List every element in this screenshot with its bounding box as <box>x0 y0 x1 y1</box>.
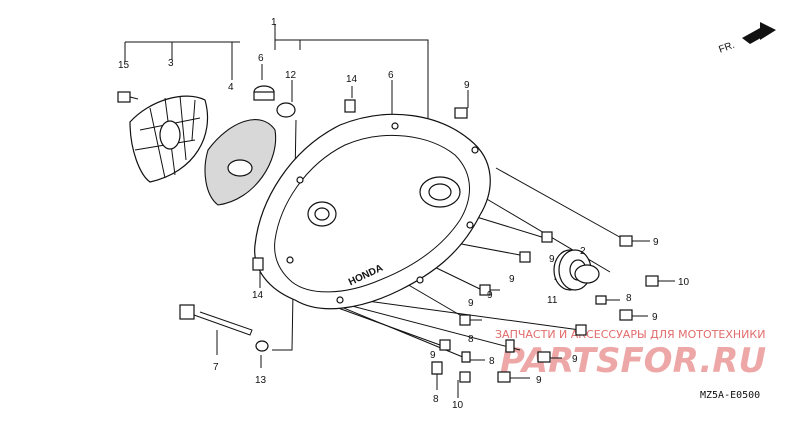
crankcase-cover: HONDA <box>254 113 491 310</box>
part-label-10-right: 10 <box>678 277 690 288</box>
part-label-3: 3 <box>168 58 174 69</box>
part-label-6b: 6 <box>388 70 394 81</box>
front-direction-label: FR. <box>717 40 736 56</box>
part-label-7: 7 <box>213 362 219 373</box>
o-ring-icon <box>255 340 269 352</box>
part-label-9-c: 9 <box>652 312 658 323</box>
oil-filler-cap-icon <box>253 85 275 101</box>
part-label-12: 12 <box>285 70 297 81</box>
part-label-8-bottom: 8 <box>433 394 439 405</box>
part-label-9-right: 9 <box>653 237 659 248</box>
oil-dipstick-icon <box>179 304 253 336</box>
dowel-pin-icon <box>252 257 264 271</box>
part-label-9-l: 9 <box>487 290 493 301</box>
inner-cover-plate <box>129 95 209 183</box>
flange-bolt-icons <box>439 107 659 383</box>
part-label-2: 2 <box>580 246 586 257</box>
part-label-9-i: 9 <box>572 354 578 365</box>
part-label-8-g: 8 <box>468 334 474 345</box>
part-label-11: 11 <box>547 295 558 306</box>
part-label-1: 1 <box>271 17 277 28</box>
part-label-13: 13 <box>255 375 267 386</box>
part-label-8-j: 8 <box>489 356 495 367</box>
part-label-9-k: 9 <box>536 375 542 386</box>
part-label-9-h: 9 <box>430 350 436 361</box>
cable-clip-icons <box>431 295 607 375</box>
part-label-6: 6 <box>258 53 264 64</box>
bolt-15-icon <box>117 91 139 103</box>
part-label-9-top: 9 <box>464 80 470 91</box>
part-label-15: 15 <box>118 60 130 71</box>
o-ring-icon <box>574 264 600 284</box>
part-label-8-right: 8 <box>626 293 632 304</box>
part-label-9-e: 9 <box>509 274 515 285</box>
part-label-14-top: 14 <box>346 74 358 85</box>
part-label-9-d: 9 <box>549 254 555 265</box>
part-label-14-left: 14 <box>252 290 264 301</box>
watermark-tagline: ЗАПЧАСТИ И АКСЕССУАРЫ ДЛЯ МОТОТЕХНИКИ <box>495 328 765 341</box>
part-label-4: 4 <box>228 82 234 93</box>
front-direction-arrow-icon <box>742 22 776 44</box>
part-label-10-bottom: 10 <box>452 400 464 411</box>
part-label-9-f: 9 <box>468 298 474 309</box>
dowel-pin-icon <box>344 99 356 113</box>
o-ring-icon <box>276 102 296 118</box>
diagram-code: MZ5A-E0500 <box>700 390 760 401</box>
gasket <box>204 119 277 206</box>
